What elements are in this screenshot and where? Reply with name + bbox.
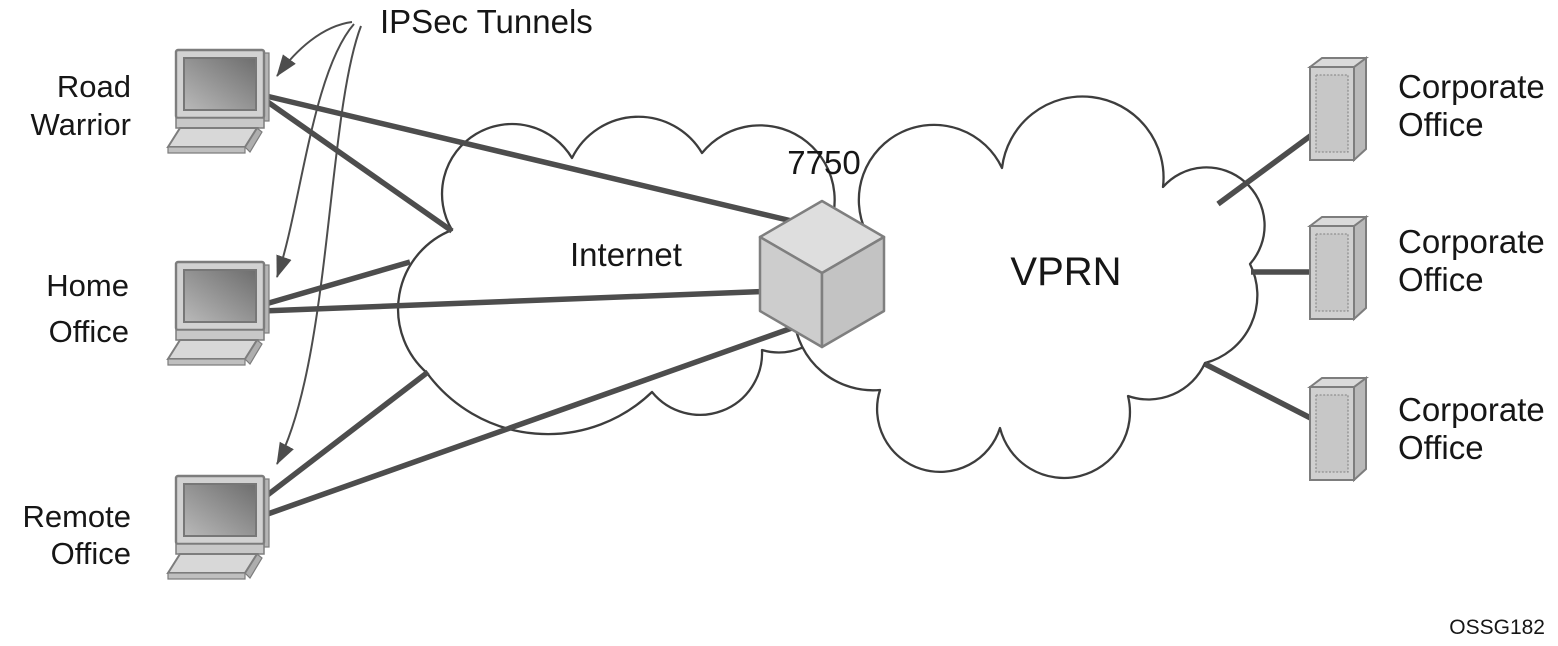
vprn-cloud — [792, 95, 1266, 480]
ipsec-arrow-to-remote-office — [276, 25, 362, 465]
home-office-label-line2: Office — [49, 314, 129, 349]
home-office-label-line1: Home — [46, 268, 129, 303]
cloud-shapes — [396, 95, 1266, 480]
tunnel-road-warrior-to-7750 — [261, 92, 797, 225]
ipsec-tunnels-label: IPSec Tunnels — [380, 3, 593, 40]
corporate-office-3-label: Corporate Office — [1398, 391, 1545, 466]
corporate-office-1-label-line2: Office — [1398, 106, 1484, 143]
link-remote-office-to-internet — [259, 369, 430, 503]
corporate-office-2-label-line1: Corporate — [1398, 223, 1545, 260]
ipsec-arrow-to-home-office — [276, 23, 355, 278]
home-office-label: Home Office — [46, 268, 129, 349]
link-home-office-to-internet — [261, 259, 411, 308]
road-warrior-label-line2: Warrior — [31, 107, 131, 142]
link-road-warrior-to-internet — [260, 95, 454, 234]
connection-lines — [259, 92, 1336, 519]
home-office-laptop-icon — [166, 260, 271, 367]
corporate-office-1-server-icon — [1309, 57, 1367, 161]
remote-office-label-line2: Office — [51, 536, 131, 571]
corporate-office-3-label-line2: Office — [1398, 429, 1484, 466]
road-warrior-label: Road Warrior — [31, 69, 131, 142]
remote-office-label: Remote Office — [22, 499, 131, 571]
road-warrior-label-line1: Road — [57, 69, 131, 104]
corporate-office-1-label-line1: Corporate — [1398, 68, 1545, 105]
internet-cloud-label: Internet — [570, 236, 682, 273]
remote-office-laptop-icon — [166, 474, 271, 581]
cube-right-face — [820, 235, 886, 349]
router-7750-icon — [758, 199, 886, 349]
tunnel-home-office-to-7750 — [261, 287, 801, 314]
corporate-office-2-label: Corporate Office — [1398, 223, 1545, 298]
ipsec-arrow-to-road-warrior — [276, 21, 353, 77]
corporate-office-2-label-line2: Office — [1398, 261, 1484, 298]
ipsec-callout-arrows — [276, 21, 362, 465]
corporate-office-1-label: Corporate Office — [1398, 68, 1545, 143]
tunnel-remote-office-to-7750 — [261, 320, 807, 519]
corporate-office-3-server-icon — [1309, 377, 1367, 481]
vprn-cloud-label: VPRN — [1010, 250, 1121, 294]
corporate-office-3-label-line1: Corporate — [1398, 391, 1545, 428]
corporate-office-2-server-icon — [1309, 216, 1367, 320]
remote-office-label-line1: Remote — [22, 499, 131, 534]
road-warrior-laptop-icon — [166, 48, 271, 155]
figure-id-watermark: OSSG182 — [1449, 616, 1545, 639]
router-7750-label: 7750 — [787, 144, 860, 181]
